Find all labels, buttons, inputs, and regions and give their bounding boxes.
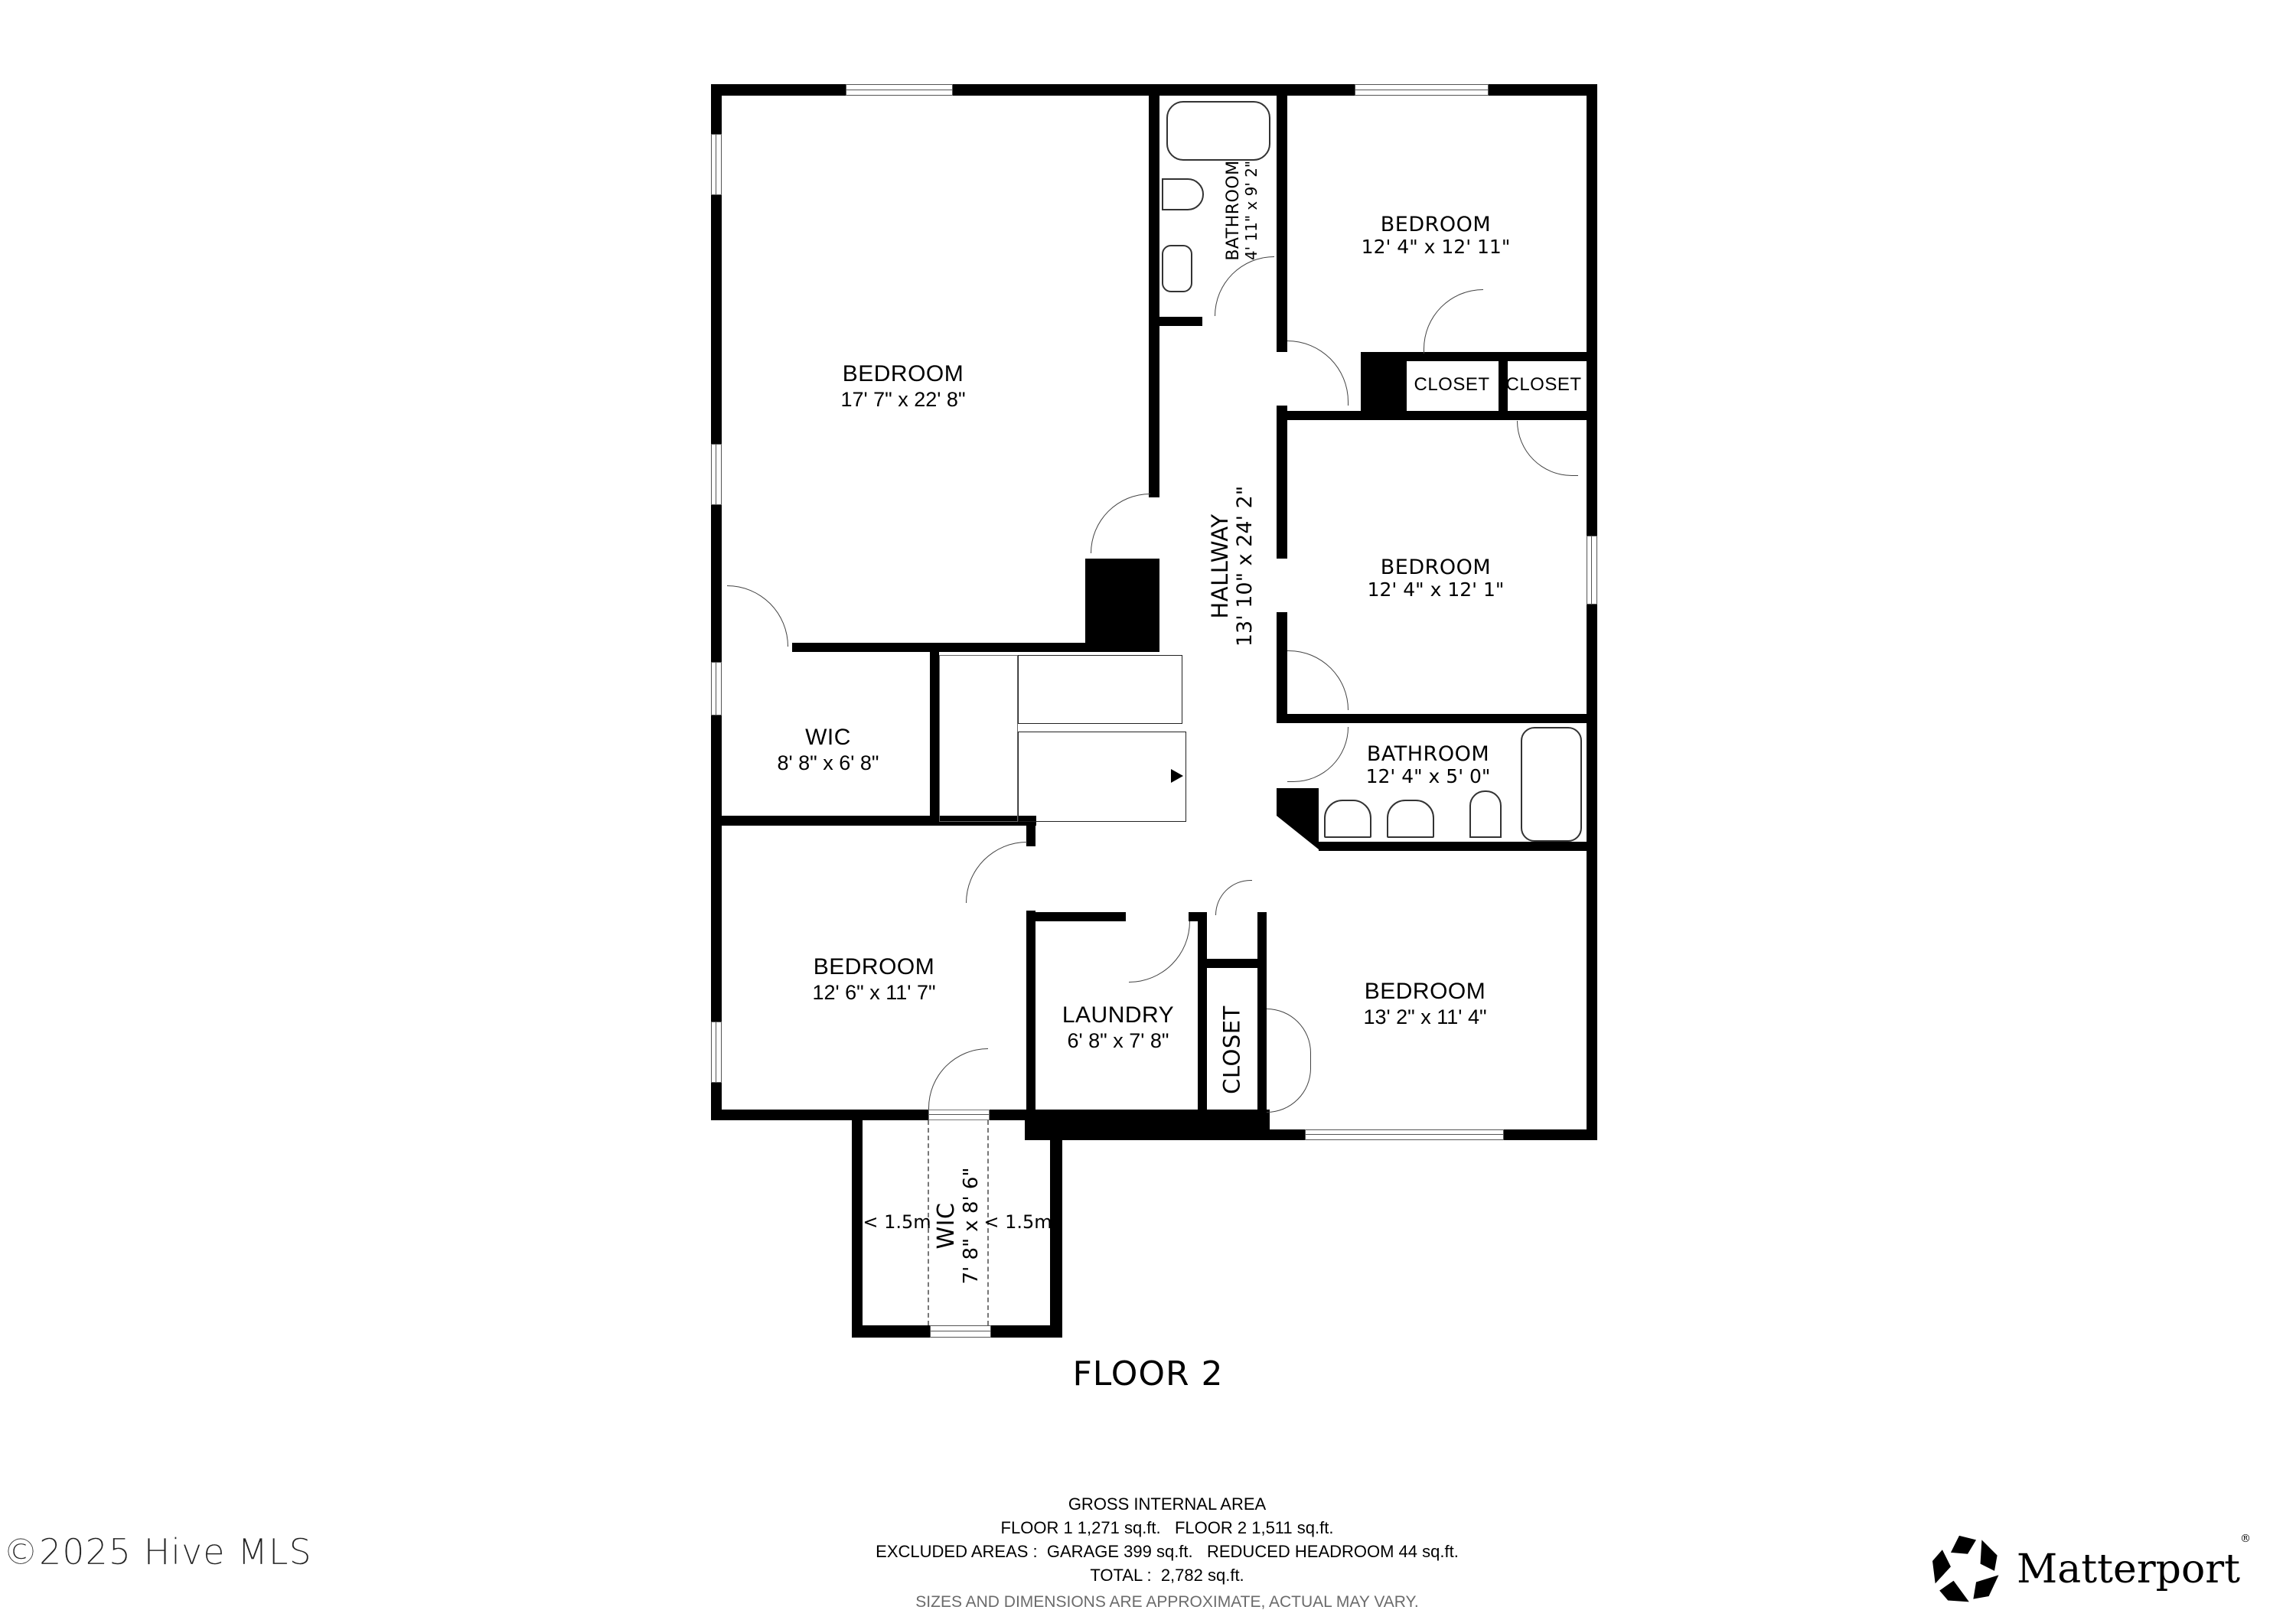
- sink-icon: [1162, 245, 1192, 292]
- window: [846, 84, 953, 96]
- door-swing: [1215, 880, 1252, 915]
- window: [711, 662, 722, 715]
- wall: [1277, 788, 1319, 849]
- door-swing: [1287, 727, 1349, 782]
- area-total: TOTAL : 2,782 sq.ft.: [1090, 1566, 1244, 1585]
- bathtub-icon: [1521, 727, 1582, 842]
- sink-icon: [1324, 800, 1371, 838]
- floor-title: FLOOR 2: [1072, 1354, 1224, 1393]
- wall: [1085, 559, 1159, 649]
- area-floors: FLOOR 1 1,271 sq.ft. FLOOR 2 1,511 sq.ft…: [1000, 1518, 1334, 1537]
- window: [711, 134, 722, 195]
- wall: [930, 647, 939, 820]
- window: [711, 444, 722, 505]
- door-swing: [928, 1048, 988, 1110]
- room-label-wic-2: WIC 7' 8" x 8' 6": [932, 1167, 983, 1285]
- toilet-icon: [1162, 178, 1204, 210]
- wall: [1026, 816, 1035, 846]
- outer-wall-left: [711, 84, 722, 1120]
- wall: [1050, 1119, 1062, 1338]
- wall: [852, 1110, 863, 1338]
- headroom-marker-left: < 1.5m: [863, 1211, 931, 1234]
- door-swing: [1215, 256, 1274, 316]
- wall: [1407, 352, 1587, 361]
- room-label-bedroom-5: BEDROOM 13' 2" x 11' 4": [1363, 979, 1487, 1028]
- wall: [1149, 317, 1202, 326]
- room-label-bathroom-2: BATHROOM 12' 4" x 5' 0": [1365, 742, 1491, 788]
- room-label-bathroom-1: BATHROOM 4' 11" x 9' 2": [1223, 160, 1261, 261]
- room-label-laundry: LAUNDRY 6' 8" x 7' 8": [1062, 1002, 1175, 1052]
- wall: [1277, 714, 1587, 723]
- door-swing: [1287, 341, 1349, 406]
- window: [1305, 1129, 1504, 1140]
- area-heading: GROSS INTERNAL AREA: [1068, 1494, 1267, 1514]
- door-swing: [1267, 1061, 1311, 1113]
- staircase-landing: [939, 655, 1018, 822]
- window: [1587, 536, 1597, 605]
- door-swing: [1517, 421, 1578, 476]
- door-swing: [1267, 1009, 1311, 1061]
- door-swing: [1287, 650, 1349, 710]
- area-excluded: EXCLUDED AREAS : GARAGE 399 sq.ft. REDUC…: [876, 1542, 1459, 1561]
- room-label-closet-3: CLOSET: [1218, 1005, 1245, 1094]
- wall: [1257, 912, 1267, 1134]
- area-disclaimer: SIZES AND DIMENSIONS ARE APPROXIMATE, AC…: [915, 1593, 1419, 1611]
- window: [711, 1022, 722, 1083]
- wall: [1277, 406, 1287, 559]
- area-summary: GROSS INTERNAL AREA FLOOR 1 1,271 sq.ft.…: [804, 1492, 1531, 1614]
- matterport-pentagon-icon: [1932, 1535, 1999, 1602]
- reduced-headroom-line: [987, 1120, 989, 1325]
- matterport-logo: Matterport®: [1932, 1533, 2252, 1605]
- room-label-hallway: HALLWAY 13' 10" x 24' 2": [1206, 485, 1257, 647]
- door-swing: [1129, 921, 1190, 983]
- wall: [792, 643, 1159, 652]
- toilet-icon: [1469, 790, 1502, 838]
- matterport-wordmark: Matterport®: [2017, 1533, 2252, 1592]
- wall: [1319, 842, 1597, 851]
- room-label-closet-1: CLOSET: [1414, 374, 1490, 396]
- wall: [1499, 352, 1508, 413]
- door-swing: [1091, 494, 1150, 553]
- doorway: [928, 1110, 990, 1120]
- staircase-upper: [1018, 655, 1182, 724]
- staircase-lower: [1018, 732, 1186, 822]
- copyright-watermark: ©2025 Hive MLS: [3, 1531, 312, 1572]
- wall: [1198, 912, 1207, 1110]
- window: [930, 1325, 991, 1338]
- reduced-headroom-line: [928, 1120, 929, 1325]
- room-label-bedroom-4: BEDROOM 12' 6" x 11' 7": [812, 954, 936, 1004]
- room-label-closet-2: CLOSET: [1505, 374, 1582, 396]
- outer-wall-bottom-mid: [1025, 1110, 1270, 1140]
- wall: [1277, 84, 1287, 352]
- bathtub-icon: [1166, 101, 1270, 161]
- room-label-master-bedroom: BEDROOM 17' 7" x 22' 8": [840, 361, 966, 411]
- wall: [1361, 352, 1407, 413]
- wall: [1026, 911, 1035, 1110]
- wall: [1026, 912, 1126, 921]
- stair-direction-arrow-icon: [1171, 769, 1183, 783]
- door-swing: [966, 842, 1027, 903]
- wall: [1277, 612, 1287, 723]
- sink-icon: [1387, 800, 1434, 838]
- headroom-marker-right: < 1.5m: [983, 1211, 1052, 1234]
- door-swing: [1424, 289, 1483, 354]
- room-label-wic-1: WIC 8' 8" x 6' 8": [777, 725, 879, 774]
- door-swing: [727, 585, 788, 647]
- room-label-bedroom-3: BEDROOM 12' 4" x 12' 1": [1367, 556, 1505, 601]
- room-label-bedroom-2: BEDROOM 12' 4" x 12' 11": [1361, 213, 1511, 259]
- wall: [711, 816, 1036, 826]
- wall: [1287, 411, 1587, 420]
- wall: [1198, 959, 1259, 968]
- wall: [1149, 84, 1159, 497]
- outer-wall-right: [1587, 84, 1597, 1140]
- window: [1355, 84, 1489, 96]
